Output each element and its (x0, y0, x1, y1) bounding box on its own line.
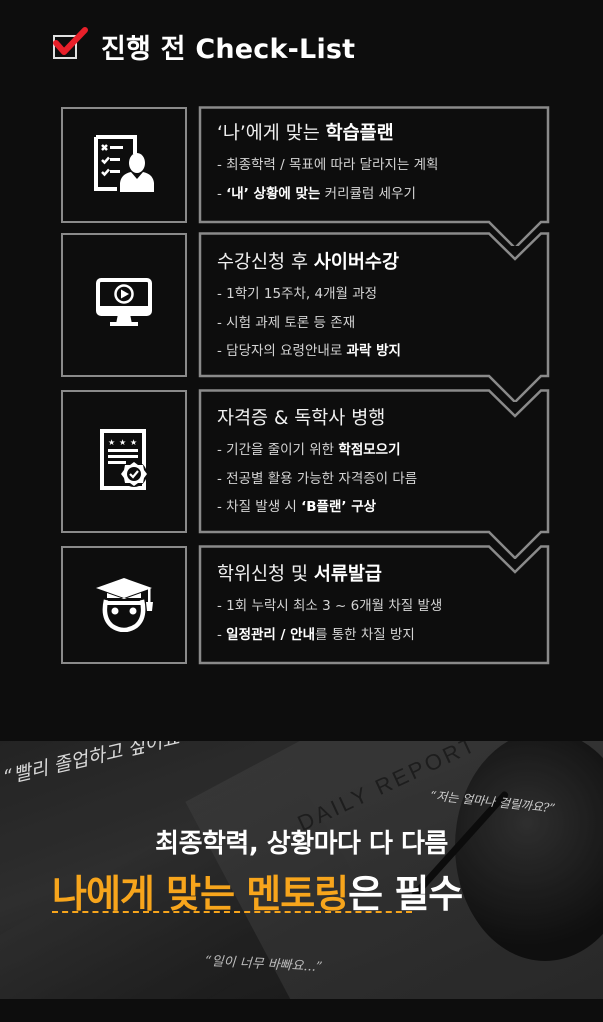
step-3-icon-box: ★ ★ ★ (61, 390, 187, 533)
mentoring-banner: DAILY REPORT “빨리 졸업하고 싶어요” “저는 얼마나 걸릴까요?… (0, 741, 603, 999)
page-title: 진행 전 Check-List (101, 33, 356, 65)
svg-text:★: ★ (119, 438, 126, 447)
step-2-content: 수강신청 후 사이버수강 - 1학기 15주차, 4개월 과정 - 시험 과제 … (217, 250, 537, 366)
step-2-bullet: - 1학기 15주차, 4개월 과정 (217, 286, 378, 302)
step-3-content: 자격증 & 독학사 병행 - 기간을 줄이기 위한 학점모으기 - 전공별 활용… (217, 406, 537, 522)
banner-headline-line2: 나에게 맞는 멘토링은 필수 (52, 872, 463, 916)
checkbox-checked-icon (49, 26, 89, 66)
step-2-icon-box (61, 233, 187, 377)
step-4-frame (198, 545, 550, 665)
step-3-title: 자격증 & 독학사 병행 (217, 408, 386, 429)
background-hand (455, 741, 603, 961)
step-1-content: ‘나’에게 맞는 학습플랜 - 최종학력 / 목표에 따라 달라지는 계획 - … (217, 121, 537, 208)
step-2-bullet: - 시험 과제 토론 등 존재 (217, 314, 356, 331)
step-4-content: 학위신청 및 서류발급 - 1회 누락시 최소 3 ~ 6개월 차질 발생 - … (217, 562, 537, 649)
step-3-bullet: - 기간을 줄이기 위한 학점모으기 (217, 442, 401, 458)
step-4-icon-box (61, 546, 187, 664)
banner-shade (0, 741, 603, 999)
step-1-frame (198, 106, 550, 246)
banner-headline-line1: 최종학력, 상황마다 다 다름 (155, 829, 448, 859)
step-3-bullet: - 전공별 활용 가능한 자격증이 다름 (217, 470, 418, 487)
step-2-title: 수강신청 후 사이버수강 (217, 252, 399, 273)
step-1-title: ‘나’에게 맞는 학습플랜 (217, 123, 394, 144)
step-2-frame (198, 232, 550, 402)
certificate-icon: ★ ★ ★ (99, 428, 149, 496)
svg-text:★: ★ (108, 438, 115, 447)
step-1-icon-box (61, 107, 187, 223)
svg-text:★: ★ (130, 438, 137, 447)
checklist-person-icon (93, 134, 155, 196)
step-3-bullet: - 차질 발생 시 ‘B플랜’ 구상 (217, 499, 377, 515)
step-4-title: 학위신청 및 서류발급 (217, 564, 382, 585)
step-4-bullet: - 1회 누락시 최소 3 ~ 6개월 차질 발생 (217, 598, 443, 614)
highlight-underline (52, 911, 412, 913)
step-1-bullet: - ‘내’ 상황에 맞는 커리큘럼 세우기 (217, 185, 416, 202)
step-3-frame (198, 389, 550, 559)
monitor-play-icon (96, 278, 152, 332)
step-1-bullet: - 최종학력 / 목표에 따라 달라지는 계획 (217, 157, 439, 173)
graduate-icon (94, 574, 154, 636)
step-2-bullet: - 담당자의 요령안내로 과락 방지 (217, 343, 401, 359)
step-4-bullet: - 일정관리 / 안내를 통한 차질 방지 (217, 626, 415, 643)
checklist-header: 진행 전 Check-List (49, 22, 355, 70)
